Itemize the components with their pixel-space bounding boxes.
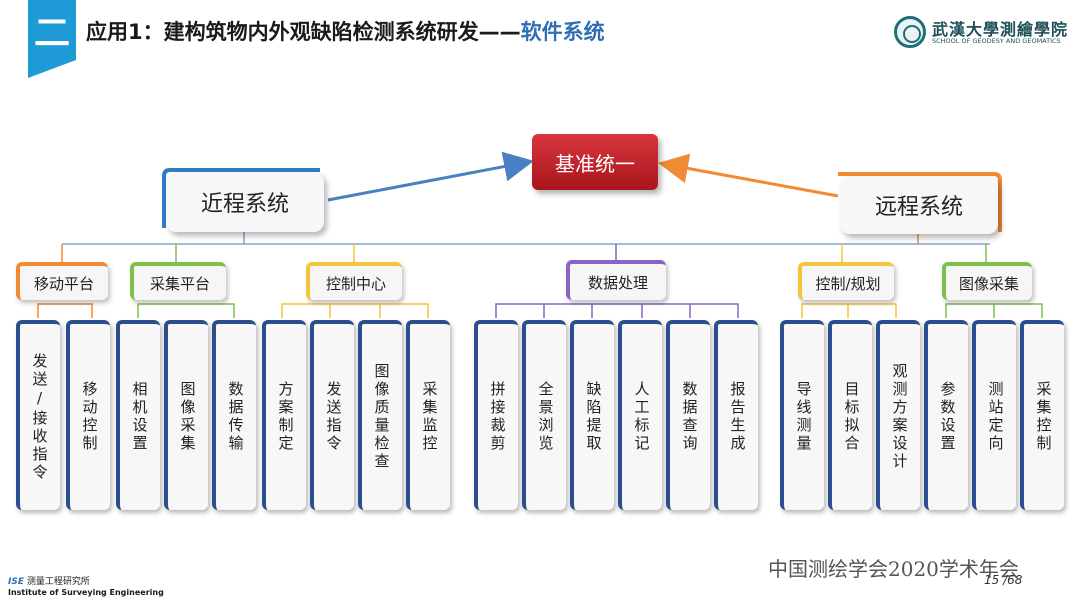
conference-watermark: 中国测绘学会2020学术年会 bbox=[768, 557, 1019, 581]
category-mobile-platform: 移动平台 bbox=[16, 262, 108, 300]
leaf-capture-control: 采集控制 bbox=[1020, 320, 1064, 510]
leaf-image-acquisition: 图像采集 bbox=[164, 320, 208, 510]
school-logo: 武漢大學測繪學院 SCHOOL OF GEODESY AND GEOMATICS bbox=[894, 16, 1067, 50]
category-data-processing: 数据处理 bbox=[566, 260, 666, 300]
leaf-data-transfer: 数据传输 bbox=[212, 320, 256, 510]
category-control-planning: 控制/规划 bbox=[798, 262, 894, 300]
section-number: 二 bbox=[33, 13, 70, 54]
institute-logo: ISE 测量工程研究所 bbox=[8, 574, 90, 587]
category-capture-platform: 采集平台 bbox=[130, 262, 226, 300]
title-main: 应用1：建构筑物内外观缺陷检测系统研发—— bbox=[86, 20, 521, 44]
root-node-benchmark: 基准统一 bbox=[532, 134, 658, 190]
leaf-target-fitting: 目标拟合 bbox=[828, 320, 872, 510]
leaf-station-orientation: 测站定向 bbox=[972, 320, 1016, 510]
leaf-send-receive-command: 发送/接收指令 bbox=[16, 320, 60, 510]
institute-abbr: ISE bbox=[8, 577, 24, 587]
category-image-capture: 图像采集 bbox=[942, 262, 1032, 300]
leaf-data-query: 数据查询 bbox=[666, 320, 710, 510]
leaf-plan-formulation: 方案制定 bbox=[262, 320, 306, 510]
page-title: 应用1：建构筑物内外观缺陷检测系统研发——软件系统 bbox=[86, 16, 605, 46]
leaf-stitch-crop: 拼接裁剪 bbox=[474, 320, 518, 510]
leaf-capture-monitoring: 采集监控 bbox=[406, 320, 450, 510]
institute-name-en: Institute of Surveying Engineering bbox=[8, 588, 164, 597]
institute-name-cn: 测量工程研究所 bbox=[26, 577, 90, 587]
leaf-image-quality-check: 图像质量检查 bbox=[358, 320, 402, 510]
leaf-report-generation: 报告生成 bbox=[714, 320, 758, 510]
remote-to-root-arrow bbox=[658, 153, 839, 198]
near-to-root-arrow bbox=[327, 151, 534, 202]
school-seal-icon bbox=[894, 16, 926, 48]
leaf-observation-plan-design: 观测方案设计 bbox=[876, 320, 920, 510]
leaf-parameter-settings: 参数设置 bbox=[924, 320, 968, 510]
title-sub: 软件系统 bbox=[520, 20, 605, 44]
leaf-traverse-survey: 导线测量 bbox=[780, 320, 824, 510]
page-number: 15 /68 bbox=[984, 573, 1023, 587]
remote-system: 远程系统 bbox=[840, 176, 998, 234]
leaf-defect-extraction: 缺陷提取 bbox=[570, 320, 614, 510]
leaf-manual-marking: 人工标记 bbox=[618, 320, 662, 510]
near-range-system: 近程系统 bbox=[166, 172, 324, 232]
leaf-panorama-browse: 全景浏览 bbox=[522, 320, 566, 510]
leaf-movement-control: 移动控制 bbox=[66, 320, 110, 510]
category-control-center: 控制中心 bbox=[306, 262, 402, 300]
school-name: 武漢大學測繪學院 bbox=[932, 20, 1069, 39]
school-name-en: SCHOOL OF GEODESY AND GEOMATICS bbox=[932, 37, 1061, 45]
section-badge bbox=[28, 0, 76, 78]
leaf-send-command: 发送指令 bbox=[310, 320, 354, 510]
leaf-camera-settings: 相机设置 bbox=[116, 320, 160, 510]
